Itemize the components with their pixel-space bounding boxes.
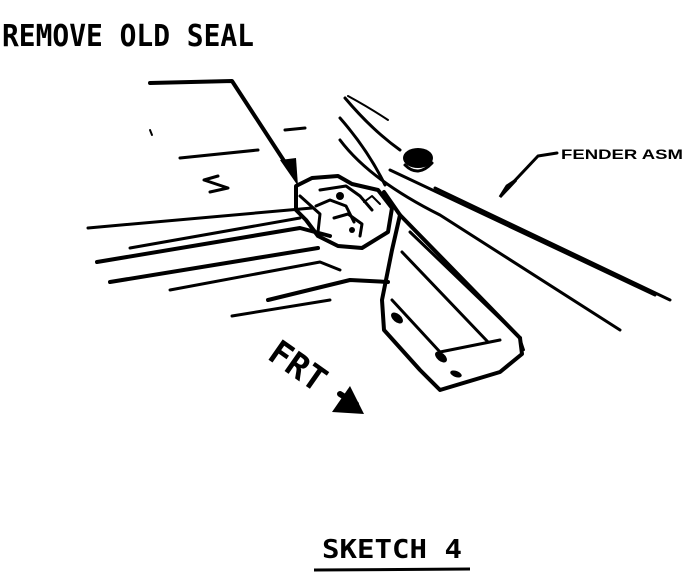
front-direction-marker: FRT [261,333,364,414]
bracket-slot-middle [435,351,447,363]
channel-rails [95,216,390,318]
fender-assembly [338,95,672,332]
fender-label: FENDER ASM [561,146,683,162]
fender-leader-arrow [498,151,559,199]
body-panel-lines [86,126,314,230]
seal-leader-arrow [148,79,298,186]
bolt-head [403,148,433,168]
mounting-bracket [380,190,525,392]
sketch-caption: SKETCH 4 [322,535,462,565]
bracket-slot-upper [391,312,403,324]
caption-underline [313,567,471,572]
old-seal [294,174,394,250]
instruction-title: REMOVE OLD SEAL [2,19,254,54]
front-label: FRT [261,333,334,401]
bracket-slot-lower [450,370,462,378]
